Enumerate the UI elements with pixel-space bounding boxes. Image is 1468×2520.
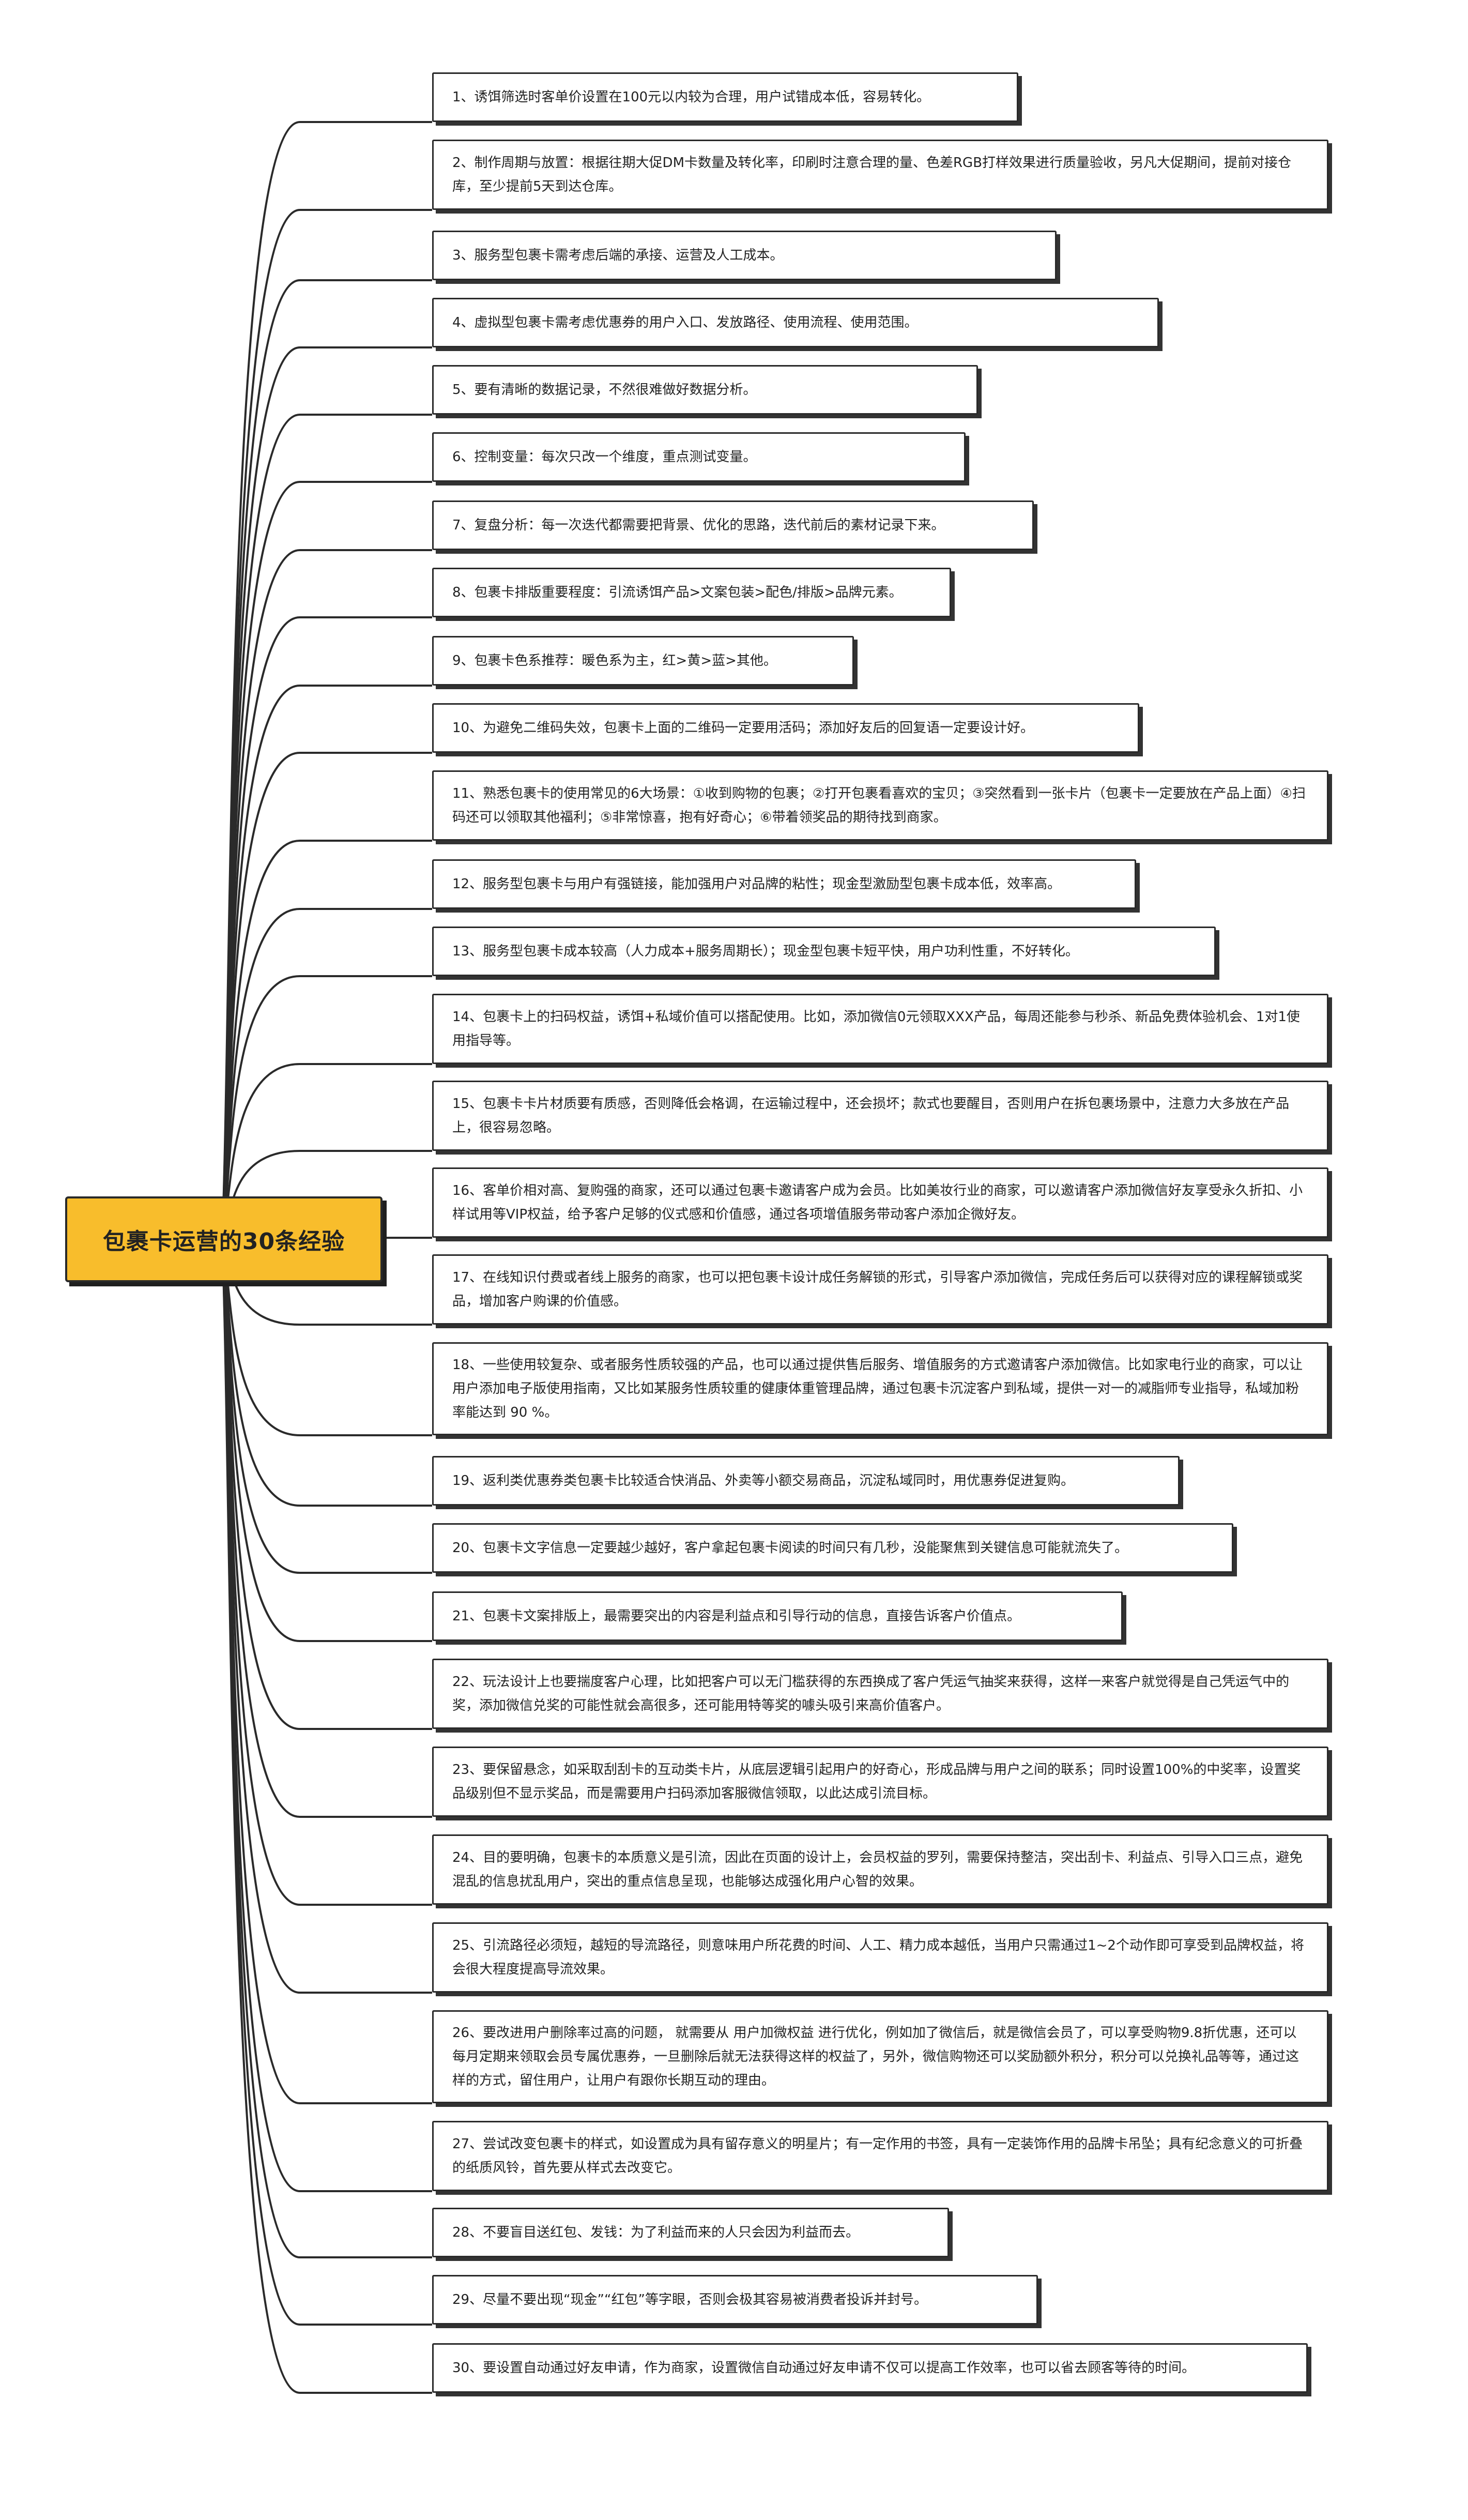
- topic-node-text: 9、包裹卡色系推荐：暖色系为主，红>黄>蓝>其他。: [452, 653, 777, 669]
- topic-node-text: 12、服务型包裹卡与用户有强链接，能加强用户对品牌的粘性；现金型激励型包裹卡成本…: [452, 876, 1061, 892]
- topic-node-25[interactable]: 25、引流路径必须短，越短的导流路径，则意味用户所花费的时间、人工、精力成本越低…: [432, 1922, 1328, 1993]
- topic-node-text: 1、诱饵筛选时客单价设置在100元以内较为合理，用户试错成本低，容易转化。: [452, 89, 930, 105]
- topic-node-23[interactable]: 23、要保留悬念，如采取刮刮卡的互动类卡片，从底层逻辑引起用户的好奇心，形成品牌…: [432, 1747, 1328, 1817]
- topic-node-21[interactable]: 21、包裹卡文案排版上，最需要突出的内容是利益点和引导行动的信息，直接告诉客户价…: [432, 1591, 1123, 1641]
- topic-node-text: 21、包裹卡文案排版上，最需要突出的内容是利益点和引导行动的信息，直接告诉客户价…: [452, 1608, 1021, 1624]
- topic-node-12[interactable]: 12、服务型包裹卡与用户有强链接，能加强用户对品牌的粘性；现金型激励型包裹卡成本…: [432, 859, 1136, 909]
- topic-node-text: 4、虚拟型包裹卡需考虑优惠券的用户入口、发放路径、使用流程、使用范围。: [452, 315, 918, 330]
- topic-node-27[interactable]: 27、尝试改变包裹卡的样式，如设置成为具有留存意义的明星片；有一定作用的书签，具…: [432, 2121, 1328, 2191]
- connector-line-1: [221, 121, 432, 1240]
- topic-node-text: 29、尽量不要出现“现金”“红包”等字眼，否则会极其容易被消费者投诉并封号。: [452, 2292, 927, 2308]
- topic-node-9[interactable]: 9、包裹卡色系推荐：暖色系为主，红>黄>蓝>其他。: [432, 636, 854, 686]
- topic-node-8[interactable]: 8、包裹卡排版重要程度：引流诱饵产品>文案包装>配色/排版>品牌元素。: [432, 568, 951, 617]
- topic-node-text: 3、服务型包裹卡需考虑后端的承接、运营及人工成本。: [452, 248, 784, 263]
- topic-node-text: 23、要保留悬念，如采取刮刮卡的互动类卡片，从底层逻辑引起用户的好奇心，形成品牌…: [452, 1762, 1301, 1801]
- topic-node-text: 18、一些使用较复杂、或者服务性质较强的产品，也可以通过提供售后服务、增值服务的…: [452, 1357, 1303, 1420]
- connector-line-7: [221, 549, 432, 1240]
- connector-line-5: [221, 414, 432, 1240]
- connector-line-12: [221, 908, 432, 1240]
- topic-node-text: 26、要改进用户删除率过高的问题， 就需要从 用户加微权益 进行优化，例如加了微…: [452, 2025, 1299, 2088]
- topic-node-28[interactable]: 28、不要盲目送红包、发钱：为了利益而来的人只会因为利益而去。: [432, 2208, 949, 2257]
- connector-line-21: [221, 1239, 432, 1642]
- topic-node-3[interactable]: 3、服务型包裹卡需考虑后端的承接、运营及人工成本。: [432, 231, 1057, 280]
- connector-line-6: [221, 481, 432, 1240]
- topic-node-text: 22、玩法设计上也要揣度客户心理，比如把客户可以无门槛获得的东西换成了客户凭运气…: [452, 1674, 1290, 1713]
- topic-node-15[interactable]: 15、包裹卡卡片材质要有质感，否则降低会格调，在运输过程中，还会损坏；款式也要醒…: [432, 1081, 1328, 1151]
- topic-node-text: 2、制作周期与放置：根据往期大促DM卡数量及转化率，印刷时注意合理的量、色差RG…: [452, 155, 1292, 194]
- topic-node-text: 8、包裹卡排版重要程度：引流诱饵产品>文案包装>配色/排版>品牌元素。: [452, 585, 903, 600]
- topic-node-26[interactable]: 26、要改进用户删除率过高的问题， 就需要从 用户加微权益 进行优化，例如加了微…: [432, 2010, 1328, 2103]
- topic-node-text: 14、包裹卡上的扫码权益，诱饵+私域价值可以搭配使用。比如，添加微信0元领取XX…: [452, 1009, 1300, 1049]
- topic-node-text: 30、要设置自动通过好友申请，作为商家，设置微信自动通过好友申请不仅可以提高工作…: [452, 2360, 1196, 2376]
- topic-node-14[interactable]: 14、包裹卡上的扫码权益，诱饵+私域价值可以搭配使用。比如，添加微信0元领取XX…: [432, 994, 1328, 1064]
- connector-line-20: [221, 1239, 432, 1574]
- topic-node-text: 11、熟悉包裹卡的使用常见的6大场景：①收到购物的包裹；②打开包裹看喜欢的宝贝；…: [452, 786, 1306, 825]
- topic-node-text: 13、服务型包裹卡成本较高（人力成本+服务周期长）；现金型包裹卡短平快，用户功利…: [452, 944, 1079, 959]
- topic-node-text: 27、尝试改变包裹卡的样式，如设置成为具有留存意义的明星片；有一定作用的书签，具…: [452, 2136, 1303, 2176]
- topic-node-11[interactable]: 11、熟悉包裹卡的使用常见的6大场景：①收到购物的包裹；②打开包裹看喜欢的宝贝；…: [432, 770, 1328, 841]
- topic-node-6[interactable]: 6、控制变量：每次只改一个维度，重点测试变量。: [432, 432, 966, 482]
- topic-node-text: 20、包裹卡文字信息一定要越少越好，客户拿起包裹卡阅读的时间只有几秒，没能聚焦到…: [452, 1540, 1128, 1556]
- topic-node-17[interactable]: 17、在线知识付费或者线上服务的商家，也可以把包裹卡设计成任务解锁的形式，引导客…: [432, 1254, 1328, 1325]
- connector-line-27: [221, 1239, 432, 2192]
- topic-node-10[interactable]: 10、为避免二维码失效，包裹卡上面的二维码一定要用活码；添加好友后的回复语一定要…: [432, 703, 1139, 753]
- topic-node-18[interactable]: 18、一些使用较复杂、或者服务性质较强的产品，也可以通过提供售后服务、增值服务的…: [432, 1342, 1328, 1435]
- connector-line-11: [221, 840, 432, 1240]
- connector-line-8: [221, 616, 432, 1240]
- topic-node-7[interactable]: 7、复盘分析：每一次迭代都需要把背景、优化的思路，迭代前后的素材记录下来。: [432, 500, 1034, 550]
- connector-line-25: [221, 1239, 432, 1994]
- root-topic[interactable]: 包裹卡运营的30条经验: [65, 1196, 383, 1282]
- topic-node-text: 5、要有清晰的数据记录，不然很难做好数据分析。: [452, 382, 757, 398]
- connector-line-3: [221, 279, 432, 1240]
- topic-node-text: 17、在线知识付费或者线上服务的商家，也可以把包裹卡设计成任务解锁的形式，引导客…: [452, 1270, 1303, 1309]
- topic-node-text: 10、为避免二维码失效，包裹卡上面的二维码一定要用活码；添加好友后的回复语一定要…: [452, 720, 1034, 736]
- topic-node-16[interactable]: 16、客单价相对高、复购强的商家，还可以通过包裹卡邀请客户成为会员。比如美妆行业…: [432, 1167, 1328, 1238]
- topic-node-2[interactable]: 2、制作周期与放置：根据往期大促DM卡数量及转化率，印刷时注意合理的量、色差RG…: [432, 140, 1328, 210]
- topic-node-text: 24、目的要明确，包裹卡的本质意义是引流，因此在页面的设计上，会员权益的罗列，需…: [452, 1850, 1303, 1889]
- topic-node-text: 16、客单价相对高、复购强的商家，还可以通过包裹卡邀请客户成为会员。比如美妆行业…: [452, 1183, 1303, 1222]
- topic-node-13[interactable]: 13、服务型包裹卡成本较高（人力成本+服务周期长）；现金型包裹卡短平快，用户功利…: [432, 927, 1216, 976]
- topic-node-4[interactable]: 4、虚拟型包裹卡需考虑优惠券的用户入口、发放路径、使用流程、使用范围。: [432, 298, 1159, 347]
- topic-node-29[interactable]: 29、尽量不要出现“现金”“红包”等字眼，否则会极其容易被消费者投诉并封号。: [432, 2275, 1038, 2325]
- topic-node-24[interactable]: 24、目的要明确，包裹卡的本质意义是引流，因此在页面的设计上，会员权益的罗列，需…: [432, 1834, 1328, 1905]
- topic-node-22[interactable]: 22、玩法设计上也要揣度客户心理，比如把客户可以无门槛获得的东西换成了客户凭运气…: [432, 1659, 1328, 1729]
- topic-node-1[interactable]: 1、诱饵筛选时客单价设置在100元以内较为合理，用户试错成本低，容易转化。: [432, 72, 1018, 122]
- topic-node-text: 19、返利类优惠券类包裹卡比较适合快消品、外卖等小额交易商品，沉淀私域同时，用优…: [452, 1473, 1075, 1489]
- topic-node-text: 7、复盘分析：每一次迭代都需要把背景、优化的思路，迭代前后的素材记录下来。: [452, 518, 945, 533]
- connector-line-30: [221, 1239, 432, 2394]
- topic-node-30[interactable]: 30、要设置自动通过好友申请，作为商家，设置微信自动通过好友申请不仅可以提高工作…: [432, 2343, 1308, 2393]
- topic-node-text: 6、控制变量：每次只改一个维度，重点测试变量。: [452, 449, 757, 465]
- topic-node-20[interactable]: 20、包裹卡文字信息一定要越少越好，客户拿起包裹卡阅读的时间只有几秒，没能聚焦到…: [432, 1523, 1233, 1573]
- topic-node-5[interactable]: 5、要有清晰的数据记录，不然很难做好数据分析。: [432, 365, 978, 415]
- connector-line-26: [221, 1239, 432, 2104]
- topic-node-text: 28、不要盲目送红包、发钱：为了利益而来的人只会因为利益而去。: [452, 2225, 860, 2240]
- root-topic-label: 包裹卡运营的30条经验: [102, 1228, 345, 1255]
- topic-node-text: 25、引流路径必须短，越短的导流路径，则意味用户所花费的时间、人工、精力成本越低…: [452, 1938, 1304, 1977]
- topic-node-text: 15、包裹卡卡片材质要有质感，否则降低会格调，在运输过程中，还会损坏；款式也要醒…: [452, 1096, 1290, 1135]
- connector-line-23: [221, 1239, 432, 1818]
- connector-line-22: [221, 1239, 432, 1730]
- connector-line-28: [221, 1239, 432, 2258]
- topic-node-19[interactable]: 19、返利类优惠券类包裹卡比较适合快消品、外卖等小额交易商品，沉淀私域同时，用优…: [432, 1456, 1180, 1506]
